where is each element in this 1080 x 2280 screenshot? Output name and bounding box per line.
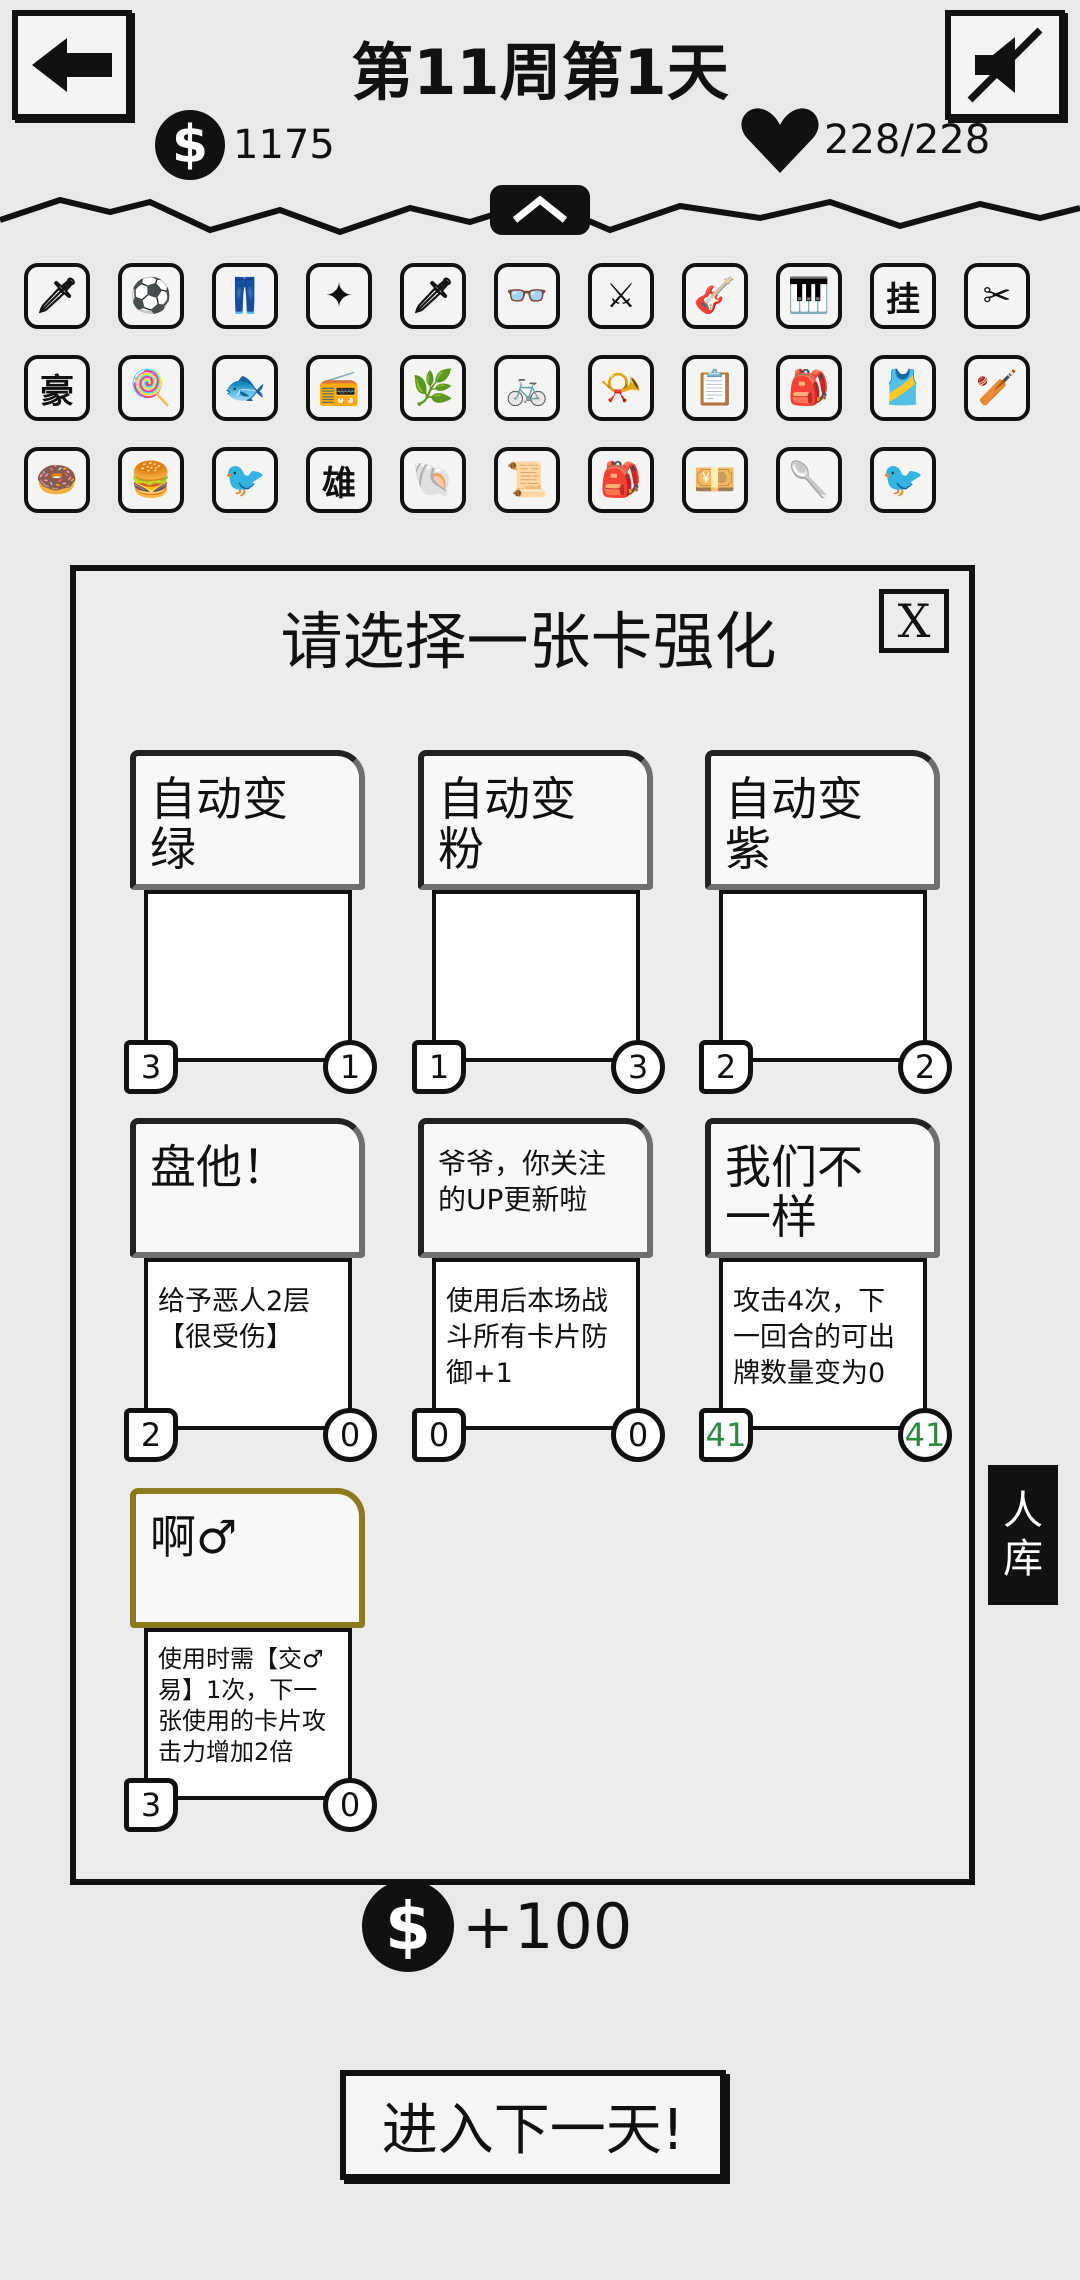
- card-title: 啊♂: [130, 1488, 365, 1628]
- card-description: 使用时需【交♂ 易】1次，下一 张使用的卡片攻 击力增加2倍: [144, 1628, 352, 1800]
- sound-toggle-button[interactable]: [945, 10, 1065, 120]
- relic-item[interactable]: 📋: [682, 355, 748, 421]
- chevron-up-icon: [490, 185, 590, 235]
- relic-item[interactable]: 豪: [24, 355, 90, 421]
- card-title: 自动变 紫: [705, 750, 940, 890]
- relic-item[interactable]: 🎒: [588, 447, 654, 513]
- relic-item[interactable]: 🎸: [682, 263, 748, 329]
- relic-grid: 🗡 ⚽ 👖 ✦ 🗡 👓 ⚔ 🎸 🎹 挂 ✂ 豪 🍭 🐟 📻 🌿 🚲 📯 📋 🎒 🎽 🏏 🍩 🍔 🐦 雄 🐚 📜 🎒 💴 🥄 🐦: [20, 255, 1060, 531]
- card-level-badge: 0: [323, 1778, 377, 1832]
- close-icon: X: [897, 594, 931, 648]
- heart-icon: [741, 108, 819, 173]
- panel-title: 请选择一张卡强化: [280, 605, 777, 678]
- relic-item[interactable]: 🏏: [964, 355, 1030, 421]
- back-button[interactable]: [12, 10, 132, 120]
- relic-item[interactable]: 💴: [682, 447, 748, 513]
- relic-item[interactable]: ✂: [964, 263, 1030, 329]
- card-cost-badge: 1: [412, 1040, 466, 1094]
- relic-item[interactable]: 🍔: [118, 447, 184, 513]
- health-value: 228/228: [824, 117, 991, 163]
- arrow-left-icon: [32, 38, 112, 92]
- relic-item[interactable]: 🥄: [776, 447, 842, 513]
- card-library-tab[interactable]: 人 库: [988, 1465, 1058, 1605]
- card-description: [144, 890, 352, 1062]
- relic-item[interactable]: 🍭: [118, 355, 184, 421]
- collapse-button[interactable]: [490, 185, 590, 235]
- relic-item[interactable]: ⚔: [588, 263, 654, 329]
- card-title: 自动变 绿: [130, 750, 365, 890]
- card-level-badge: 41: [898, 1408, 952, 1462]
- relic-item[interactable]: 🎒: [776, 355, 842, 421]
- upgrade-card[interactable]: 自动变 粉 1 3: [412, 750, 665, 1094]
- relic-item[interactable]: 🐟: [212, 355, 278, 421]
- next-day-label: 进入下一天!: [381, 2097, 685, 2163]
- relic-item[interactable]: 👖: [212, 263, 278, 329]
- relic-item[interactable]: 🚲: [494, 355, 560, 421]
- relic-item[interactable]: 🐚: [400, 447, 466, 513]
- coin-icon: $: [155, 110, 225, 180]
- relic-item[interactable]: 🗡: [24, 263, 90, 329]
- card-title: 盘他！: [130, 1118, 365, 1258]
- relic-item[interactable]: 🍩: [24, 447, 90, 513]
- reward-amount: +100: [462, 1889, 633, 1963]
- card-level-badge: 0: [323, 1408, 377, 1462]
- relic-item[interactable]: ⚽: [118, 263, 184, 329]
- health-display: 228/228: [740, 105, 990, 175]
- card-description: 攻击4次，下 一回合的可出 牌数量变为0: [719, 1258, 927, 1430]
- card-cost-badge: 0: [412, 1408, 466, 1462]
- relic-item[interactable]: 挂: [870, 263, 936, 329]
- coin-icon: $: [362, 1880, 454, 1972]
- card-level-badge: 2: [898, 1040, 952, 1094]
- reward-display: $ +100: [362, 1880, 632, 1972]
- relic-item[interactable]: 🎹: [776, 263, 842, 329]
- close-button[interactable]: X: [879, 589, 949, 653]
- relic-item[interactable]: 👓: [494, 263, 560, 329]
- relic-item[interactable]: 📯: [588, 355, 654, 421]
- card-cost-badge: 2: [124, 1408, 178, 1462]
- card-description: 使用后本场战 斗所有卡片防 御+1: [432, 1258, 640, 1430]
- next-day-button[interactable]: 进入下一天!: [340, 2070, 726, 2180]
- relic-item[interactable]: 📜: [494, 447, 560, 513]
- card-library-label: 人 库: [1003, 1488, 1043, 1582]
- card-level-badge: 1: [323, 1040, 377, 1094]
- upgrade-card[interactable]: 盘他！给予恶人2层 【很受伤】2 0: [124, 1118, 377, 1462]
- card-cost-badge: 41: [699, 1408, 753, 1462]
- money-value: 1175: [233, 122, 335, 168]
- relic-item[interactable]: 🐦: [212, 447, 278, 513]
- card-title: 我们不 一样: [705, 1118, 940, 1258]
- page-title: 第11周第1天: [351, 36, 729, 109]
- relic-item[interactable]: 📻: [306, 355, 372, 421]
- card-cost-badge: 3: [124, 1778, 178, 1832]
- upgrade-card[interactable]: 自动变 绿 3 1: [124, 750, 377, 1094]
- card-level-badge: 0: [611, 1408, 665, 1462]
- relic-item[interactable]: ✦: [306, 263, 372, 329]
- card-description: [432, 890, 640, 1062]
- card-title: 自动变 粉: [418, 750, 653, 890]
- relic-item[interactable]: 🌿: [400, 355, 466, 421]
- relic-item[interactable]: 🗡: [400, 263, 466, 329]
- upgrade-card[interactable]: 自动变 紫 2 2: [699, 750, 952, 1094]
- relic-item[interactable]: 雄: [306, 447, 372, 513]
- card-cost-badge: 3: [124, 1040, 178, 1094]
- card-description: 给予恶人2层 【很受伤】: [144, 1258, 352, 1430]
- card-description: [719, 890, 927, 1062]
- card-title: 爷爷，你关注 的UP更新啦: [418, 1118, 653, 1258]
- money-display: $ 1175: [155, 110, 335, 180]
- relic-item[interactable]: 🐦: [870, 447, 936, 513]
- card-cost-badge: 2: [699, 1040, 753, 1094]
- sound-off-icon: [967, 27, 1043, 103]
- card-level-badge: 3: [611, 1040, 665, 1094]
- relic-item[interactable]: 🎽: [870, 355, 936, 421]
